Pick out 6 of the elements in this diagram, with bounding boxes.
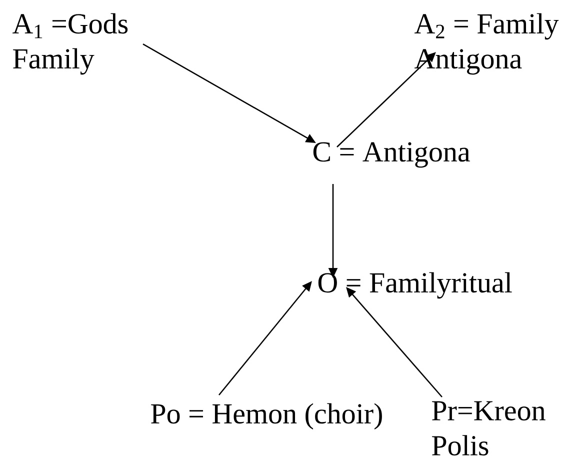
arrow [336, 52, 436, 148]
node-label: Po = Hemon (choir) [151, 403, 382, 430]
node-label: O = Familyritual [318, 272, 512, 299]
node-label: Pr=Kreon Polis [432, 401, 546, 456]
node-label: A$_{1}$ =Gods Family [12, 13, 128, 75]
node-label: C = Antigona [313, 142, 470, 168]
